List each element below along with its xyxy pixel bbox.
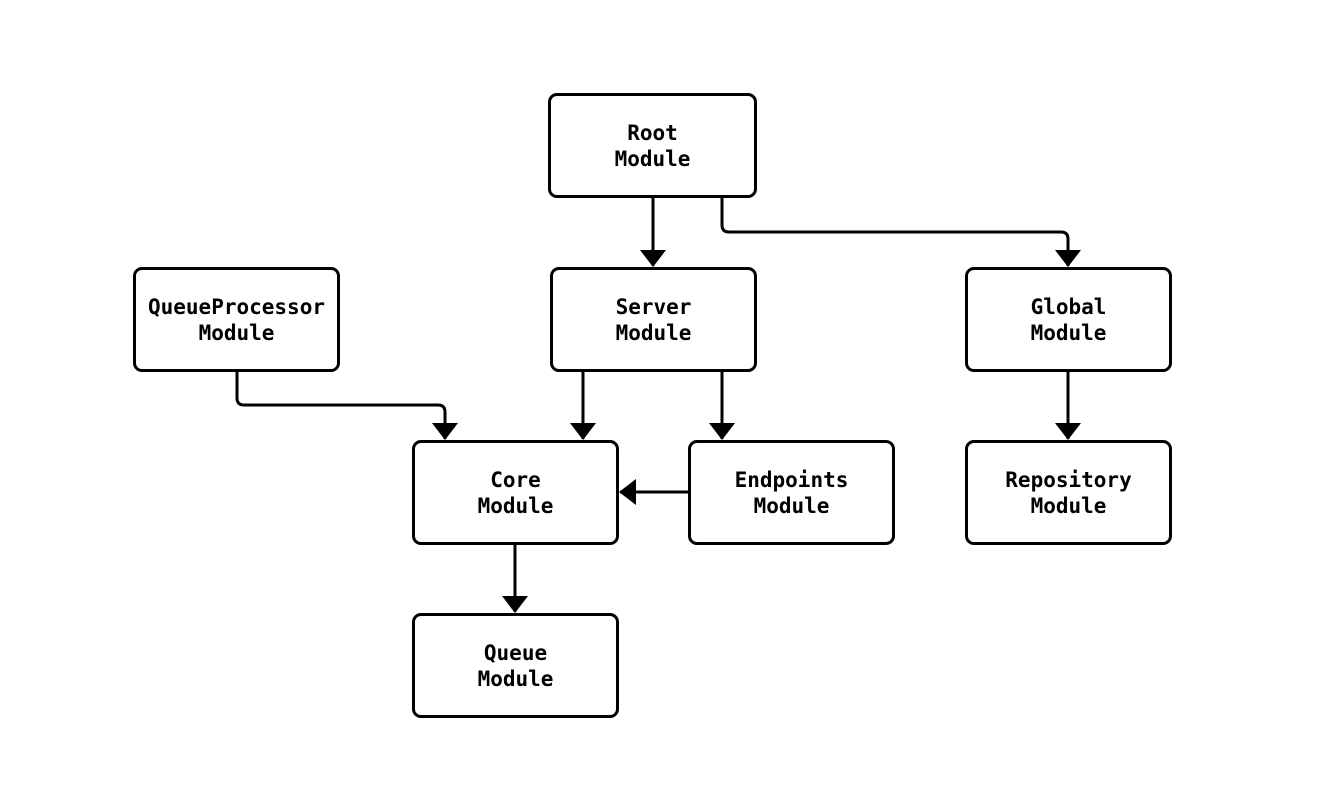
node-label-line: Global bbox=[1030, 294, 1107, 319]
node-label-line: Queue bbox=[483, 640, 548, 665]
node-label-line: Module bbox=[477, 493, 554, 518]
node-label-line: QueueProcessor bbox=[147, 294, 325, 319]
node-label-line: Core bbox=[490, 467, 541, 492]
node-label-line: Module bbox=[753, 493, 830, 518]
node-label-line: Server bbox=[615, 294, 692, 319]
edge-queueprocessor-module-to-core-module bbox=[235, 372, 458, 440]
node-label-line: Module bbox=[198, 320, 275, 345]
node-label-line: Module bbox=[614, 146, 691, 171]
node-label-line: Module bbox=[1030, 320, 1107, 345]
node-label-line: Root bbox=[627, 120, 678, 145]
node-label-line: Repository bbox=[1005, 467, 1132, 492]
node-label-line: Module bbox=[1030, 493, 1107, 518]
node-label-line: Endpoints bbox=[734, 467, 849, 492]
node-label-line: Module bbox=[477, 666, 554, 691]
node-label-line: Module bbox=[615, 320, 692, 345]
edge-root-module-to-global-module bbox=[720, 198, 1081, 267]
